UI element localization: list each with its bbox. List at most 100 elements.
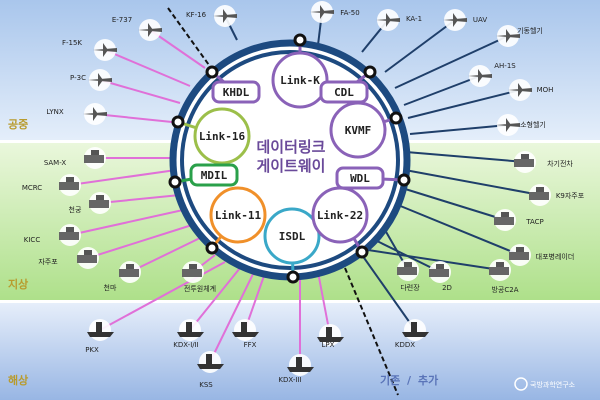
gateway-title-line2: 게이트웨이 xyxy=(256,157,325,175)
platform-label: 천궁 xyxy=(69,205,82,214)
datalink-isdl: ISDL xyxy=(263,207,321,278)
datalink-label: CDL xyxy=(334,86,354,99)
datalink-kvmf: KVMF xyxy=(329,101,397,159)
platform-label: TACP xyxy=(525,218,544,226)
platform-label: LPX xyxy=(322,341,335,349)
platform-ground-6: 전투원체계 xyxy=(182,261,216,293)
platform-ground-7: 차기전차 xyxy=(514,151,573,173)
svg-text:국방과학연구소: 국방과학연구소 xyxy=(530,380,576,389)
port-node-icon xyxy=(205,241,219,255)
platform-air-1: F-15K xyxy=(62,39,117,61)
added-link-line xyxy=(405,151,526,163)
datalink-link-k: Link-K xyxy=(271,40,329,109)
datalink-label: ISDL xyxy=(279,230,306,243)
platform-label: KA-1 xyxy=(406,15,422,23)
datalink-label: Link-22 xyxy=(317,209,363,222)
platform-ground-10: 대포병레이더 xyxy=(509,244,574,266)
platform-label: SAM-X xyxy=(44,159,67,167)
platform-ground-8: K9자주포 xyxy=(529,184,585,206)
port-node-icon xyxy=(171,115,185,129)
platform-ground-13: 방공C2A xyxy=(489,259,519,294)
datalink-mdil: MDIL xyxy=(174,163,239,187)
platform-air-10: MOH xyxy=(508,79,553,101)
vehicle-icon xyxy=(429,264,449,277)
ship-icon xyxy=(232,322,259,337)
vehicle-icon xyxy=(494,212,514,225)
platform-label: KF-16 xyxy=(186,11,207,19)
platform-label: KSS xyxy=(199,381,213,389)
aircraft-icon xyxy=(376,13,400,27)
platform-label: 다련장 xyxy=(400,283,420,292)
datalink-label: WDL xyxy=(350,172,370,185)
platform-air-5: FA-50 xyxy=(310,1,360,23)
platform-sea-4: KDX-III xyxy=(278,354,314,384)
platform-label: KDDX xyxy=(395,341,415,349)
datalink-link-16: Link-16 xyxy=(177,107,251,165)
added-link-line xyxy=(409,124,509,135)
platform-sea-6: KDDX xyxy=(395,319,429,349)
platform-label: K9자주포 xyxy=(556,191,585,200)
added-link-line xyxy=(403,75,481,106)
ship-icon xyxy=(197,354,224,369)
existing-link-line xyxy=(87,224,193,259)
ship-icon xyxy=(87,322,114,337)
platform-label: AH-1S xyxy=(494,62,516,70)
existing-link-line xyxy=(99,194,181,204)
vehicle-icon xyxy=(529,187,549,200)
vehicle-icon xyxy=(489,262,509,275)
datalink-wdl: WDL xyxy=(335,166,405,190)
platform-label: MOH xyxy=(537,86,554,94)
platform-air-3: LYNX xyxy=(46,103,107,125)
platform-sea-3: FFX xyxy=(232,319,259,349)
port-node-icon xyxy=(389,111,403,125)
divider-dashed-line xyxy=(344,267,399,396)
aircraft-icon xyxy=(138,23,162,37)
aircraft-icon xyxy=(508,83,532,97)
added-link-line xyxy=(367,249,501,271)
added-link-line xyxy=(404,169,541,196)
platform-air-2: P-3C xyxy=(70,69,112,91)
aircraft-icon xyxy=(88,73,112,87)
platform-label: P-3C xyxy=(70,74,86,82)
platform-label: 천마 xyxy=(104,283,117,292)
platform-label: 2D xyxy=(442,284,452,292)
vehicle-icon xyxy=(89,195,109,208)
aircraft-icon xyxy=(213,9,237,23)
added-link-line xyxy=(397,204,521,256)
existing-link-line xyxy=(209,269,256,363)
vehicle-icon xyxy=(77,250,97,263)
platform-label: 전투원체계 xyxy=(184,284,216,293)
ship-icon xyxy=(317,327,344,342)
platform-label: MCRC xyxy=(22,184,42,192)
platform-sea-2: KSS xyxy=(197,351,224,389)
port-node-icon xyxy=(363,65,377,79)
platform-ground-11: 다련장 xyxy=(397,259,420,292)
platform-air-7: UAV xyxy=(443,9,487,31)
aircraft-icon xyxy=(310,5,334,19)
port-node-icon xyxy=(205,65,219,79)
zone-label-sea: 해상 xyxy=(8,373,28,387)
platform-sea-0: PKX xyxy=(85,319,114,354)
aircraft-icon xyxy=(468,69,492,83)
datalink-label: KVMF xyxy=(345,124,372,137)
platform-sea-5: LPX xyxy=(317,324,344,349)
platform-air-4: KF-16 xyxy=(186,5,237,27)
platform-ground-2: 천궁 xyxy=(69,192,111,214)
datalink-label: Link-K xyxy=(280,74,320,87)
platform-label: LYNX xyxy=(46,108,63,116)
platform-label: 방공C2A xyxy=(491,285,518,294)
existing-link-line xyxy=(104,49,191,87)
platform-air-8: 기동헬기 xyxy=(496,25,543,47)
datalink-khdl: KHDL xyxy=(211,70,261,104)
added-link-line xyxy=(394,35,509,89)
platform-label: KICC xyxy=(24,236,41,244)
platform-ground-0: SAM-X xyxy=(44,147,106,169)
platform-air-6: KA-1 xyxy=(376,9,422,31)
existing-link-line xyxy=(94,113,173,123)
zone-label-air: 공중 xyxy=(8,118,28,131)
existing-link-line xyxy=(69,209,184,236)
legend-existing: 기존 xyxy=(380,373,400,387)
existing-link-line xyxy=(99,79,181,104)
platform-label: PKX xyxy=(85,346,99,354)
